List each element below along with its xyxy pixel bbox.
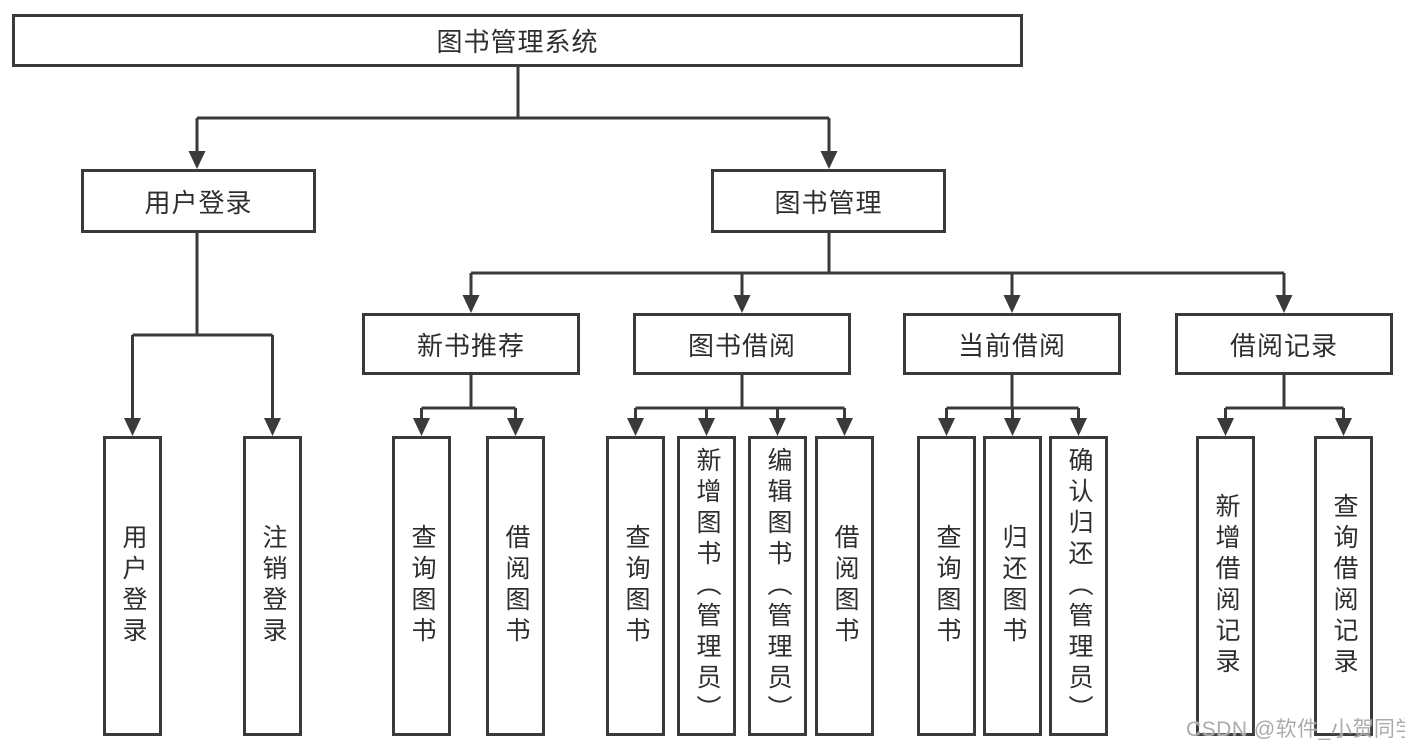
csdn-watermark: CSDN @软件_小贺同学 [1186,718,1405,741]
leaf-current-query-books-label: 查询图书 [933,524,961,648]
arrowhead [698,418,715,436]
node-borrow-records: 借阅记录 [1175,313,1393,375]
arrowhead [733,295,751,313]
arrowhead [1275,295,1293,313]
arrowhead [836,418,853,436]
arrowhead [1070,418,1087,436]
leaf-newbook-query-books-label: 查询图书 [408,524,436,648]
connector-borrow-to-leaves [627,375,853,436]
arrowhead [1003,295,1021,313]
leaf-user-login: 用户登录 [103,436,162,736]
arrowhead [1335,418,1352,436]
leaf-record-add-label: 新增借阅记录 [1212,493,1240,679]
leaf-record-query: 查询借阅记录 [1314,436,1373,736]
leaf-borrow-edit-books-admin-label: 编辑图书（管理员） [764,446,792,726]
arrowhead [820,151,838,169]
node-current-borrow: 当前借阅 [903,313,1121,375]
arrowhead [188,151,206,169]
leaf-current-query-books: 查询图书 [917,436,976,736]
leaf-borrow-query-books-label: 查询图书 [622,524,650,648]
leaf-newbook-query-books: 查询图书 [392,436,451,736]
node-book-management-label: 图书管理 [774,187,883,218]
arrowhead [462,295,480,313]
node-root-label: 图书管理系统 [436,27,599,57]
leaf-logout-label: 注销登录 [259,524,287,648]
node-user-login: 用户登录 [81,169,316,233]
arrowhead [1217,418,1234,436]
leaf-newbook-borrow-books-label: 借阅图书 [502,524,530,648]
leaf-borrow-edit-books-admin: 编辑图书（管理员） [748,436,807,736]
arrowhead [507,418,524,436]
connector-root-to-level2 [188,67,838,169]
leaf-borrow-query-books: 查询图书 [606,436,665,736]
arrowhead [1004,418,1021,436]
leaf-record-add: 新增借阅记录 [1196,436,1255,736]
leaf-current-return-books-label: 归还图书 [999,524,1027,648]
arrowhead [124,418,141,436]
node-current-borrow-label: 当前借阅 [957,330,1066,361]
node-book-management: 图书管理 [711,169,946,233]
node-book-borrow-label: 图书借阅 [687,330,796,361]
leaf-borrow-borrow-books: 借阅图书 [815,436,874,736]
connector-current-to-leaves [938,375,1087,436]
leaf-record-query-label: 查询借阅记录 [1330,493,1358,679]
connector-records-to-leaves [1217,375,1352,436]
arrowhead [938,418,955,436]
node-borrow-records-label: 借阅记录 [1229,330,1338,361]
arrowhead [769,418,786,436]
leaf-borrow-borrow-books-label: 借阅图书 [831,524,859,648]
node-user-login-label: 用户登录 [144,187,253,218]
arrowhead [264,418,281,436]
node-root-system: 图书管理系统 [12,14,1023,67]
node-book-borrow: 图书借阅 [633,313,851,375]
node-new-book-recommend-label: 新书推荐 [416,330,525,361]
leaf-current-confirm-return-admin-label: 确认归还（管理员） [1065,446,1093,726]
node-new-book-recommend: 新书推荐 [362,313,580,375]
leaf-user-login-label: 用户登录 [119,524,147,648]
connector-userlogin-to-leaves [124,233,281,436]
arrowhead [627,418,644,436]
leaf-borrow-add-books-admin-label: 新增图书（管理员） [693,446,721,726]
leaf-newbook-borrow-books: 借阅图书 [486,436,545,736]
leaf-current-confirm-return-admin: 确认归还（管理员） [1049,436,1108,736]
arrowhead [413,418,430,436]
connector-newbook-to-leaves [413,375,524,436]
leaf-logout: 注销登录 [243,436,302,736]
leaf-current-return-books: 归还图书 [983,436,1042,736]
connector-bookmgmt-to-level3 [462,233,1293,313]
leaf-borrow-add-books-admin: 新增图书（管理员） [677,436,736,736]
